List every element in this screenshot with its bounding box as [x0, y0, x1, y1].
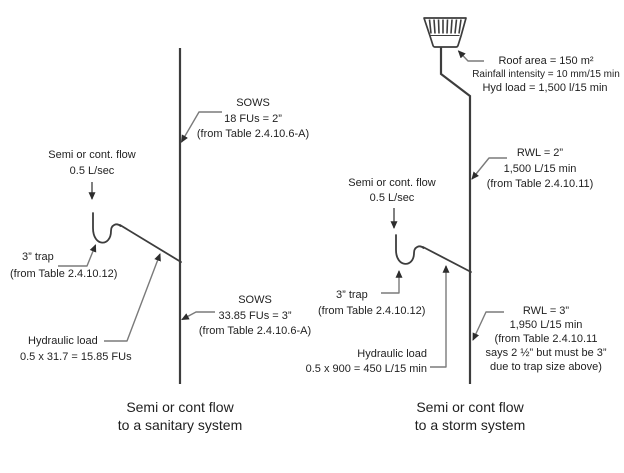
- sows-lower-line1: SOWS: [238, 294, 272, 306]
- rwl-lower-line2: 1,950 L/15 min: [510, 319, 583, 331]
- sanitary-hydraulic-label-line2: 0.5 x 31.7 = 15.85 FUs: [20, 351, 132, 363]
- sows-lower-line3: (from Table 2.4.10.6-A): [199, 325, 311, 337]
- sanitary-trap-leader-line: [58, 244, 97, 267]
- storm-caption-line2: to a storm system: [415, 417, 525, 433]
- sows-lower-line2: 33.85 FUs = 3”: [218, 310, 291, 322]
- storm-hydraulic-label-line1: Hydraulic load: [357, 348, 427, 360]
- storm-hydraulic-leader-line: [430, 265, 450, 368]
- sanitary-caption-line1: Semi or cont flow: [126, 399, 234, 415]
- storm-caption-line1: Semi or cont flow: [416, 399, 524, 415]
- storm-trap-label-line1: 3” trap: [336, 289, 368, 301]
- rwl-lower-line5: due to trap size above): [490, 361, 602, 373]
- storm-trap-label-line2: (from Table 2.4.10.12): [318, 305, 425, 317]
- rwl-upper-leader-line: [471, 157, 507, 180]
- sanitary-flow-label-line2: 0.5 L/sec: [70, 165, 115, 177]
- sows-upper-line2: 18 FUs = 2”: [224, 113, 282, 125]
- sanitary-trap-label-line2: (from Table 2.4.10.12): [10, 268, 117, 280]
- storm-system-diagram: Roof area = 150 m² Rainfall intensity = …: [306, 17, 620, 433]
- storm-stack-pipe: [439, 47, 472, 384]
- roof-label-line2: Rainfall intensity = 10 mm/15 min: [472, 69, 620, 80]
- sanitary-hydraulic-leader-line: [104, 253, 161, 342]
- sanitary-system-diagram: Semi or cont. flow 0.5 L/sec SOWS 18 FUs…: [10, 48, 311, 433]
- rwl-upper-line2: 1,500 L/15 min: [504, 163, 577, 175]
- rwl-lower-line3: (from Table 2.4.10.11: [495, 333, 598, 345]
- roof-leader-line: [457, 50, 484, 62]
- sows-lower-leader-line: [181, 311, 215, 321]
- storm-trap-leader-line: [381, 270, 403, 294]
- sows-upper-line1: SOWS: [236, 97, 270, 109]
- rwl-upper-line3: (from Table 2.4.10.11): [487, 178, 594, 190]
- rwl-upper-line1: RWL = 2”: [517, 147, 563, 159]
- rwl-lower-line1: RWL = 3”: [523, 305, 569, 317]
- sanitary-branch-pipe: [119, 224, 182, 263]
- roof-label-line3: Hyd load = 1,500 l/15 min: [482, 82, 607, 94]
- roof-drain-icon: [423, 17, 467, 48]
- sanitary-trap-label-line1: 3” trap: [22, 251, 54, 263]
- sanitary-hydraulic-label-line1: Hydraulic load: [28, 335, 98, 347]
- sows-upper-leader-line: [180, 111, 222, 143]
- storm-hydraulic-label-line2: 0.5 x 900 = 450 L/15 min: [306, 363, 427, 375]
- storm-flow-label-line1: Semi or cont. flow: [348, 177, 435, 189]
- sanitary-flow-label-line1: Semi or cont. flow: [48, 149, 135, 161]
- rwl-lower-line4: says 2 ½” but must be 3”: [485, 347, 606, 359]
- sanitary-caption-line2: to a sanitary system: [118, 417, 243, 433]
- storm-branch-pipe: [422, 246, 472, 273]
- storm-flow-label-line2: 0.5 L/sec: [370, 192, 415, 204]
- roof-label-line1: Roof area = 150 m²: [498, 55, 593, 67]
- rwl-lower-leader-line: [472, 311, 504, 341]
- sanitary-trap: [92, 212, 122, 244]
- sows-upper-line3: (from Table 2.4.10.6-A): [197, 128, 309, 140]
- storm-trap: [395, 234, 425, 265]
